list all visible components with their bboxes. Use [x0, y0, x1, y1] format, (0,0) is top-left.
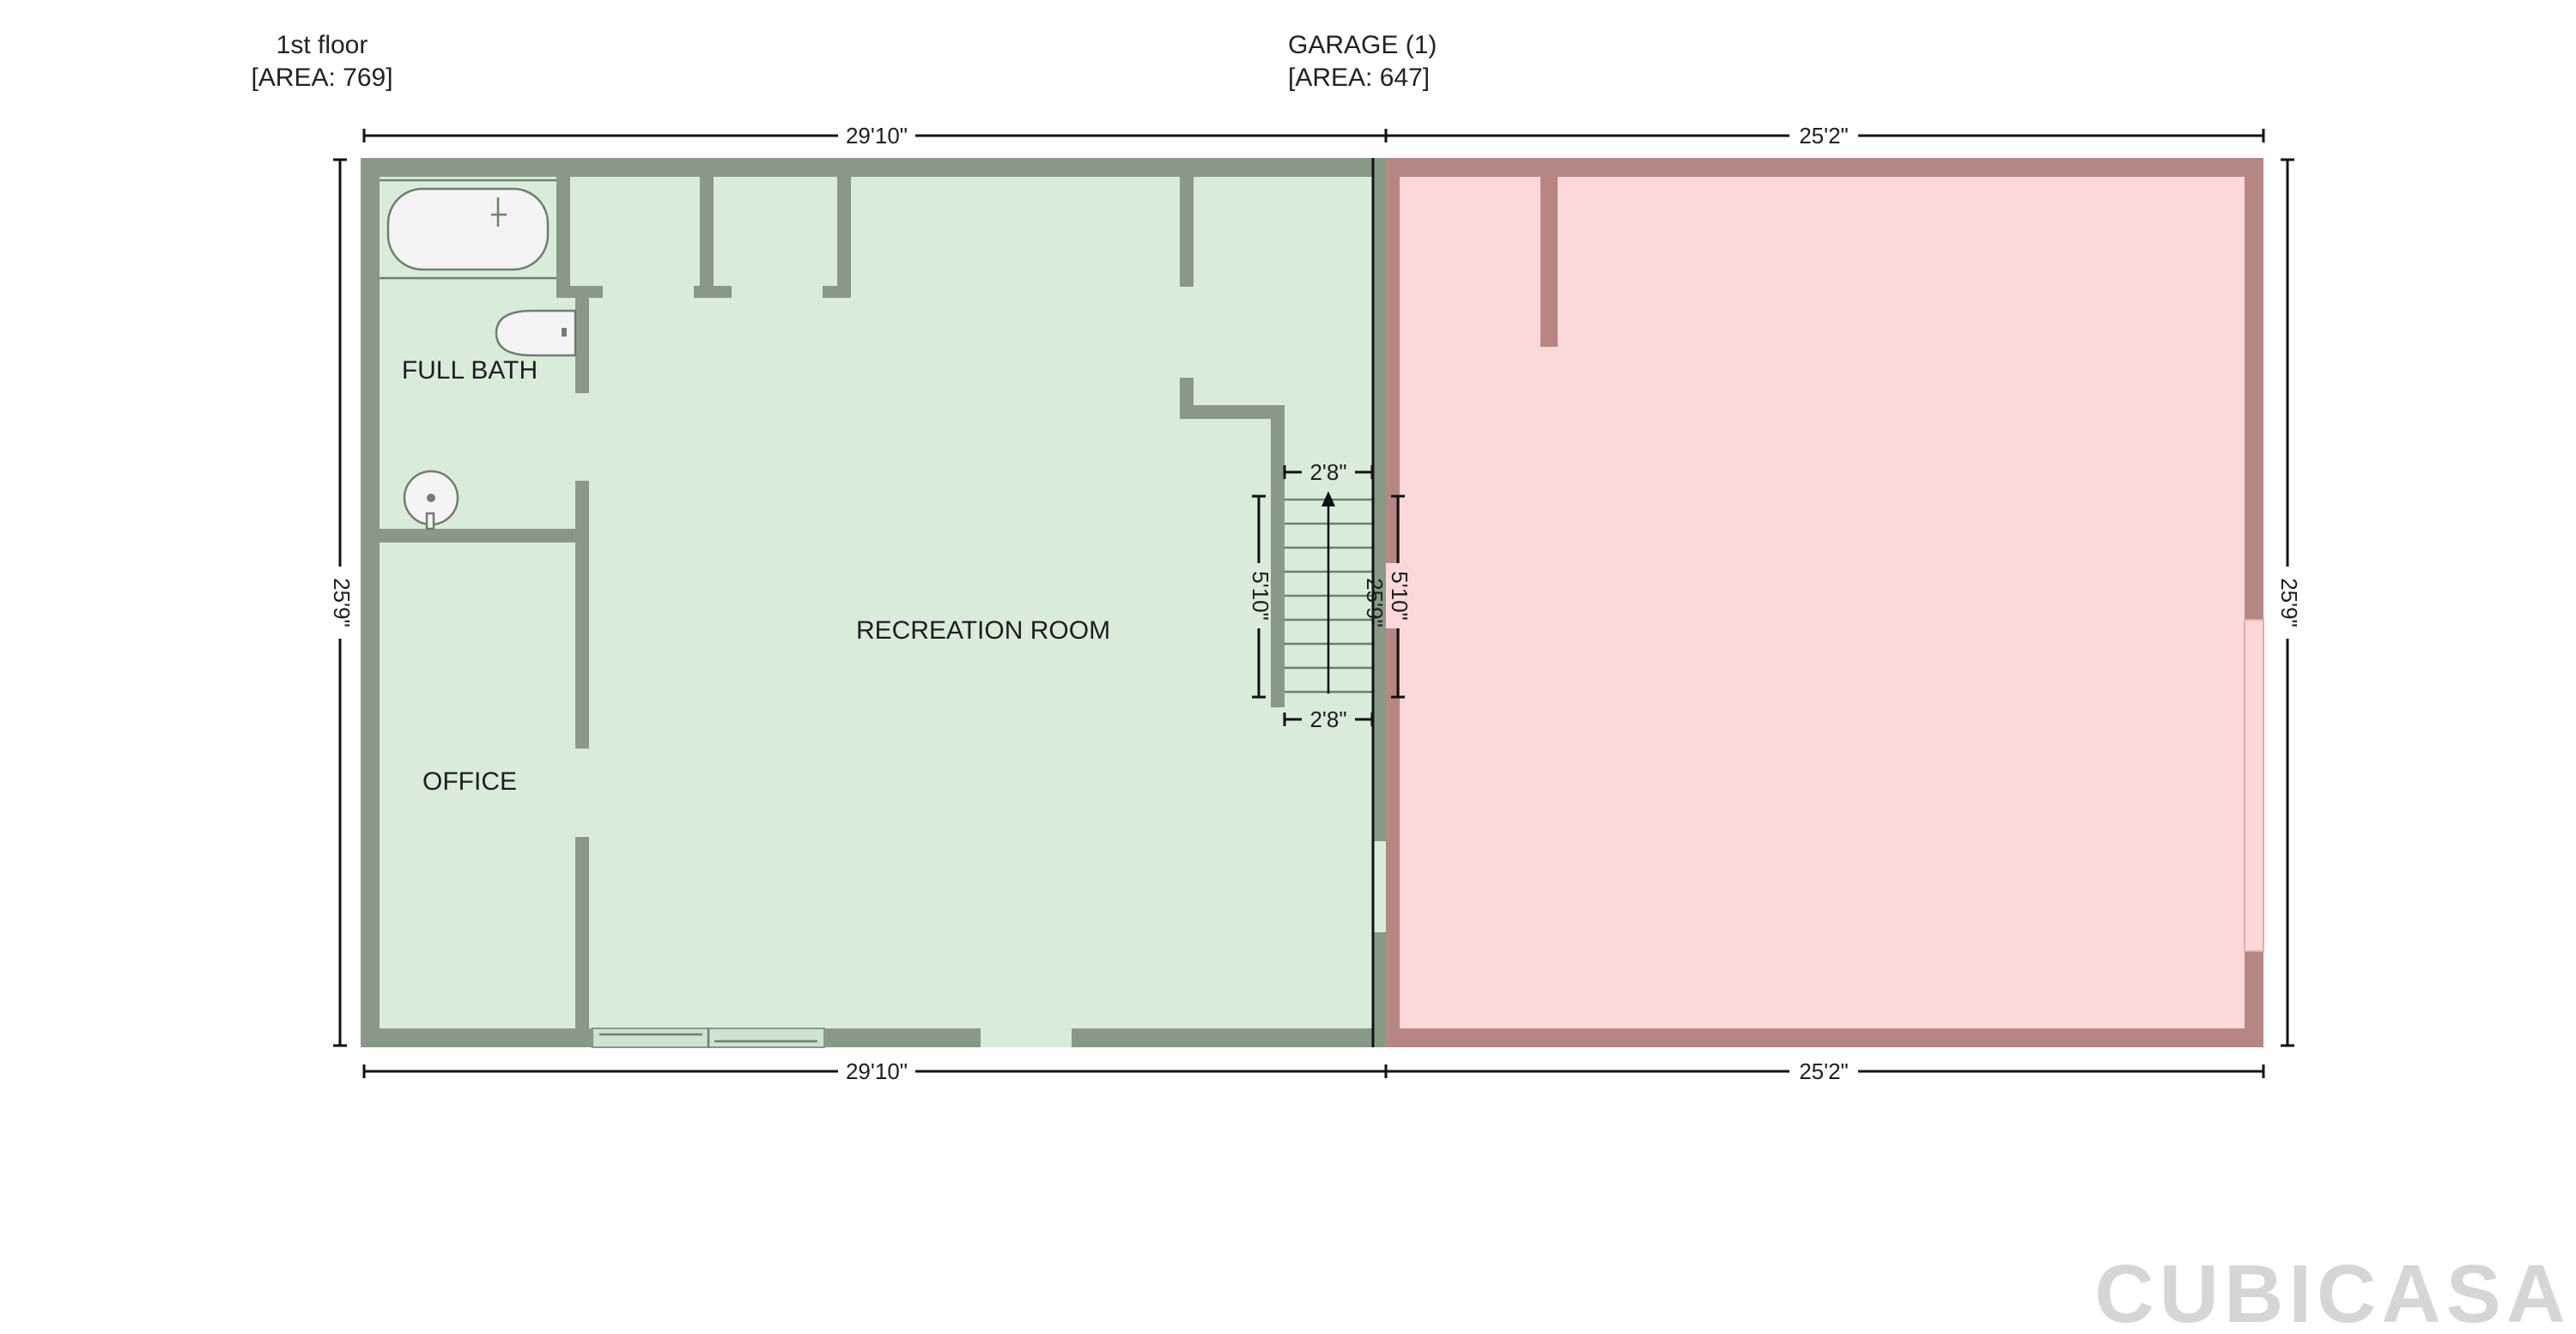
bathtub [386, 187, 550, 271]
entry-door-opening [981, 1028, 1072, 1047]
garage-interior-stub-wall [1540, 177, 1558, 347]
garage-door [2244, 619, 2264, 952]
stair-direction-arrow [1321, 491, 1335, 506]
office-door [575, 749, 589, 837]
dim-stair-left: 5'10" [1248, 571, 1273, 621]
bath-fixtures [380, 179, 577, 531]
toilet-flush-icon [562, 328, 567, 337]
garage-name: GARAGE (1) [1288, 31, 1437, 59]
dim-garage-bottom: 25'2" [1799, 1058, 1849, 1084]
dim-garage-top: 25'2" [1799, 123, 1849, 149]
closet-wall-1 [556, 177, 570, 297]
first-floor-name: 1st floor [276, 31, 368, 59]
first-floor-plan: FULL BATH OFFICE RECREATION ROOM [361, 158, 1386, 1048]
cubicasa-logo: CUBICASA [2094, 1248, 2571, 1334]
closet-door-1 [603, 286, 694, 298]
sink-faucet-icon [425, 512, 435, 531]
garage-plan [1386, 158, 2264, 1047]
dim-stair-bottom: 2'8" [1309, 706, 1346, 732]
bath-east-wall-upper [575, 292, 589, 393]
closet-header-1 [556, 286, 603, 298]
stair-enclosure-wall-horizontal [1180, 405, 1285, 419]
bath-office-wall [380, 529, 586, 543]
first-floor-interior-walls [380, 177, 1285, 1030]
room-label-office: OFFICE [422, 767, 517, 796]
dim-first-floor-top: 29'10" [846, 123, 908, 149]
garage-interior [1400, 177, 2245, 1028]
room-label-full-bath: FULL BATH [402, 356, 538, 385]
dim-stair-top: 2'8" [1309, 459, 1346, 485]
stair-side-wall [1271, 405, 1285, 707]
first-floor-title: 1st floor [AREA: 769] [251, 31, 392, 92]
stair-enclosure-wall-upper [1180, 177, 1194, 287]
dim-first-floor-bottom: 29'10" [846, 1058, 908, 1084]
closet-wall-2 [700, 177, 714, 297]
toilet [495, 309, 577, 357]
first-floor-area: [AREA: 769] [251, 64, 392, 92]
garage-passage-door [1373, 841, 1386, 932]
stair-closet-door [1180, 287, 1194, 378]
garage-title: GARAGE (1) [AREA: 647] [1288, 31, 1437, 92]
dim-left-height: 25'9" [329, 578, 355, 628]
sink-drain-icon [427, 494, 435, 502]
dimension-lines: 29'10" 25'2" 29'10" 25'2" 25'9" 25'9" 25… [326, 122, 2302, 1085]
closet-door-2 [732, 286, 823, 298]
dim-stair-right: 5'10" [1387, 571, 1413, 621]
dim-right-height: 25'9" [2276, 578, 2302, 628]
office-east-wall-lower [575, 837, 589, 1030]
bath-door [575, 393, 589, 481]
garage-area: [AREA: 647] [1288, 64, 1430, 92]
room-label-recreation-room: RECREATION ROOM [856, 616, 1110, 645]
closet-wall-3 [837, 177, 851, 297]
dim-shared-wall-height: 25'9" [1362, 578, 1388, 628]
office-east-wall-middle [575, 481, 589, 749]
staircase [1285, 491, 1373, 697]
first-floor-interior [380, 177, 1373, 1028]
